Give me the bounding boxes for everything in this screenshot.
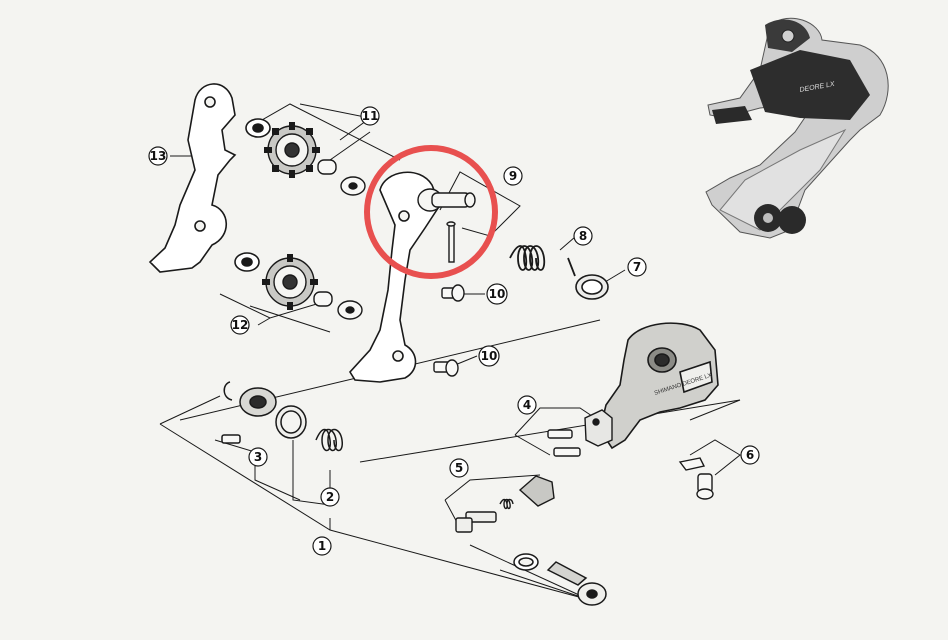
mounting-plate — [584, 409, 613, 447]
derailleur-body — [599, 322, 719, 450]
axle-assembly — [221, 381, 343, 452]
callout-5: 5 — [449, 458, 469, 478]
frame-mounting-bolt — [513, 553, 607, 606]
product-photo: DEORE LX — [705, 17, 889, 239]
callout-3: 3 — [248, 447, 268, 467]
part-number-9: 9 — [509, 169, 517, 183]
callout-6: 6 — [740, 445, 760, 465]
part-number-5: 5 — [455, 461, 463, 475]
stop-screw-lower — [433, 359, 459, 377]
outer-cage-plate — [148, 83, 237, 273]
part-number-10-lower: 10 — [481, 349, 498, 363]
pivot-axle — [417, 188, 476, 263]
callout-9: 9 — [503, 166, 523, 186]
callout-10-upper: 10 — [486, 283, 508, 305]
callout-13: 13 — [148, 146, 168, 166]
part-number-1: 1 — [318, 539, 326, 553]
part-number-13: 13 — [150, 149, 167, 163]
stop-screw-upper — [441, 284, 465, 302]
part-number-8: 8 — [579, 229, 587, 243]
upper-pulley — [264, 122, 320, 178]
upper-bushing — [317, 159, 366, 196]
callout-1: 1 — [312, 536, 332, 556]
part-number-10-upper: 10 — [489, 287, 506, 301]
part-number-3: 3 — [254, 450, 262, 464]
washer-upper — [245, 118, 271, 138]
callout-10-lower: 10 — [478, 345, 500, 367]
highlight-circle — [364, 145, 498, 279]
cable-fixing-parts — [678, 457, 714, 500]
pivot-spring — [509, 245, 576, 277]
part-number-4: 4 — [523, 398, 531, 412]
part-number-11: 11 — [362, 109, 379, 123]
callout-2: 2 — [320, 487, 340, 507]
washer-lower — [234, 252, 260, 272]
seal-ring — [575, 274, 609, 300]
callout-8: 8 — [573, 226, 593, 246]
part-number-2: 2 — [326, 490, 334, 504]
inner-cage-plate — [349, 171, 441, 383]
part-number-7: 7 — [633, 260, 641, 274]
callout-12: 12 — [230, 315, 250, 335]
part-number-6: 6 — [746, 448, 754, 462]
callout-11: 11 — [360, 106, 380, 126]
lower-pulley — [262, 254, 318, 310]
callout-7: 7 — [627, 257, 647, 277]
part-number-12: 12 — [232, 318, 249, 332]
mounting-screws — [547, 429, 581, 457]
lower-bushing — [313, 291, 363, 320]
cable-adjuster — [455, 475, 555, 533]
callout-4: 4 — [517, 395, 537, 415]
